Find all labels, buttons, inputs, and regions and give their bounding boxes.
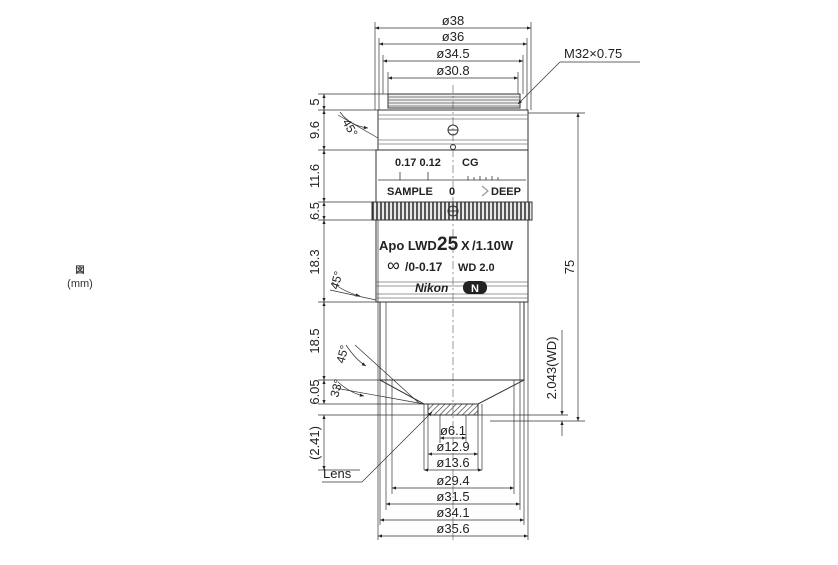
right-dims	[478, 112, 585, 436]
nose-cone	[379, 379, 525, 405]
dim-bottom-2: ø13.6	[436, 455, 469, 470]
angle-3: 33°	[327, 377, 345, 398]
dim-top-1: ø36	[442, 29, 464, 44]
dim-top-0: ø38	[442, 13, 464, 28]
dim-bottom-1: ø12.9	[436, 439, 469, 454]
brand-name: Nikon	[415, 281, 448, 295]
cover-range: /0-0.17	[405, 260, 443, 274]
working-distance: 2.043(WD)	[544, 337, 559, 400]
dim-height-7: (2.41)	[307, 426, 322, 460]
angle-2: 45°	[333, 343, 351, 364]
top-diameter-dims	[374, 22, 532, 110]
dim-height-3: 6.5	[307, 202, 322, 220]
magnification: 25	[437, 234, 459, 255]
dim-bottom-6: ø35.6	[436, 521, 469, 536]
bottom-diameter-dims	[377, 220, 529, 540]
unit-label: (mm)	[67, 278, 93, 290]
sample-label: SAMPLE	[387, 186, 433, 198]
mag-x: X	[461, 238, 470, 253]
thread-label: M32×0.75	[564, 46, 622, 61]
angle-1: 45°	[327, 269, 345, 290]
dim-bottom-3: ø29.4	[436, 473, 469, 488]
left-height-dims	[318, 93, 428, 471]
dim-bottom-4: ø31.5	[436, 489, 469, 504]
lower-barrel	[379, 301, 525, 381]
collar-scale	[378, 172, 526, 197]
model-prefix: Apo LWD	[379, 238, 437, 253]
dim-bottom-0: ø6.1	[440, 423, 466, 438]
deep-label: DEEP	[491, 186, 521, 198]
cover-values: 0.17 0.12	[395, 157, 441, 169]
cg-label: CG	[462, 157, 479, 169]
lens-leader	[322, 411, 433, 483]
dim-top-2: ø34.5	[436, 46, 469, 61]
screw-marks	[447, 124, 459, 217]
angle-marks	[329, 111, 425, 405]
dim-height-4: 18.3	[307, 249, 322, 274]
dim-height-6: 6.05	[307, 379, 322, 404]
upper-shoulder	[377, 109, 529, 151]
dim-height-2: 11.6	[307, 164, 322, 188]
lens-markings: 0.17 0.12 CG SAMPLE 0 DEEP Apo LWD 25 X …	[379, 157, 521, 295]
correction-collar	[375, 149, 529, 203]
figure-caption: 図 (mm)	[55, 263, 105, 291]
angle-0: 45°	[339, 117, 360, 140]
overall-length: 75	[562, 260, 577, 274]
dim-height-5: 18.5	[307, 328, 322, 353]
figure-mark: 図	[75, 265, 85, 275]
numerical-aperture: /1.10W	[472, 238, 514, 253]
thread-lines	[388, 96, 520, 107]
brand-badge	[463, 281, 487, 294]
infinity-symbol: ∞	[387, 255, 400, 275]
dim-height-0: 5	[307, 98, 322, 105]
dim-height-1: 9.6	[307, 121, 322, 139]
zero-label: 0	[449, 186, 455, 198]
dim-bottom-5: ø34.1	[436, 505, 469, 520]
wd-label: WD 2.0	[458, 262, 495, 274]
thread-leader	[517, 61, 640, 105]
dim-top-3: ø30.8	[436, 63, 469, 78]
lens-label: Lens	[323, 466, 352, 481]
brand-badge-text: N	[471, 283, 479, 295]
